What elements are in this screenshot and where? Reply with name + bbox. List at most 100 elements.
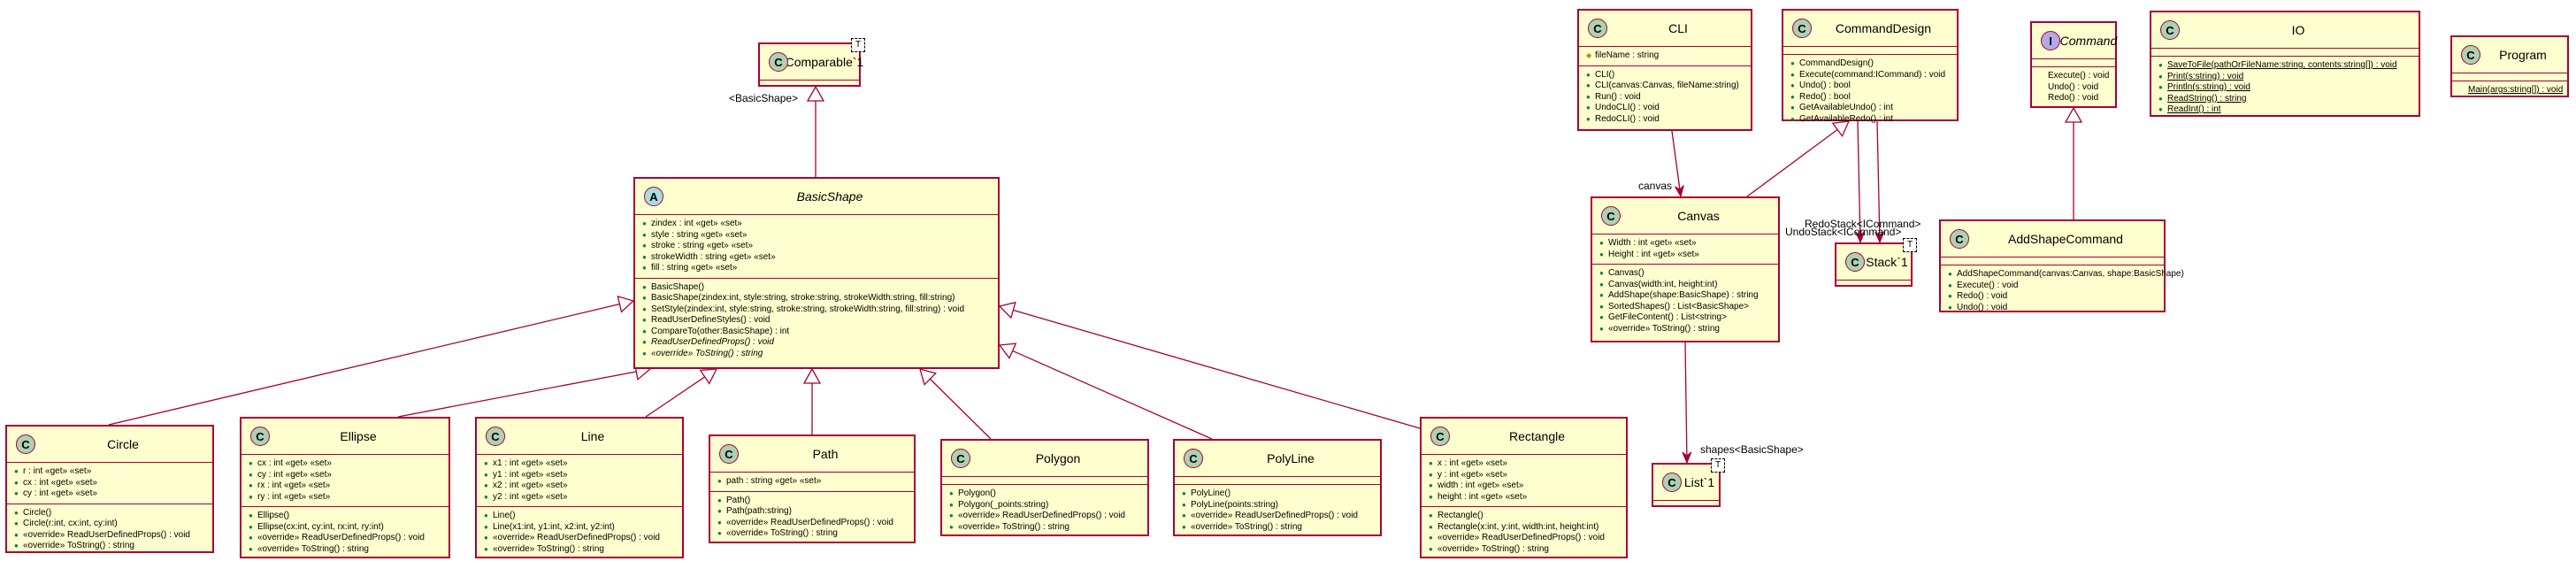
method-text: «override» ToString() : string (493, 543, 604, 554)
field-text: stroke : string «get» «set» (651, 241, 754, 250)
edge-basicshape-icomparable-arrowhead (806, 85, 825, 102)
public-marker: ● (642, 252, 647, 261)
field-text: y : int «get» «set» (1438, 469, 1507, 480)
method-row: ●UndoCLI() : void (1586, 103, 1745, 114)
public-marker: ● (1586, 104, 1591, 111)
public-marker: ● (1948, 303, 1952, 311)
field-row: ●style : string «get» «set» (642, 230, 993, 242)
public-marker: ● (484, 544, 488, 553)
public-marker: ● (1429, 522, 1433, 531)
edge-label-canvas-role: canvas (1638, 180, 1673, 192)
field-row: ●y : int «get» «set» (1429, 470, 1621, 481)
method-text: BasicShape(zindex:int, style:string, str… (651, 293, 955, 303)
edge-addshapecommand-icommand-arrowhead (2064, 106, 2083, 123)
method-text: Ellipse() (257, 511, 290, 520)
class-name: Polygon (1035, 451, 1081, 465)
method-row: ●«override» ReadUserDefinedProps() : voi… (1429, 533, 1621, 544)
field-text: path : string «get» «set» (726, 476, 822, 486)
method-row: ●Circle() (14, 508, 207, 519)
public-marker: ● (14, 508, 19, 517)
class-stereotype-icon: C (250, 427, 270, 446)
method-row: ●CompareTo(other:BasicShape) : int (642, 327, 993, 338)
public-marker: ● (249, 534, 253, 542)
public-marker: ● (1182, 511, 1186, 519)
method-row: ●AddShape(shape:BasicShape) : string (1599, 290, 1773, 302)
method-row: ●CLI() (1586, 70, 1745, 81)
method-text: Undo() : void (1957, 302, 2008, 312)
method-row: ●PolyLine() (1182, 488, 1375, 500)
field-text: rx : int «get» «set» (257, 481, 331, 490)
method-text: ReadString() : string (2167, 93, 2247, 104)
public-marker: ● (1790, 114, 1795, 123)
class-stereotype-icon: C (1845, 252, 1865, 272)
public-marker: ● (642, 282, 647, 291)
methods-section: ●Path()●Path(path:string)●«override» Rea… (710, 490, 914, 543)
class-name: Line (580, 429, 605, 443)
method-row: ●Rectangle() (1429, 511, 1621, 522)
field-text: width : int «get» «set» (1438, 481, 1524, 490)
method-row: ●«override» ReadUserDefinedProps() : voi… (249, 533, 443, 544)
method-row: ●Println(s:string) : void (2158, 82, 2413, 94)
fields-section: ●path : string «get» «set» (710, 472, 914, 491)
public-marker: ● (1599, 302, 1604, 311)
public-marker: ● (1948, 270, 1952, 278)
public-marker: ● (1586, 70, 1591, 79)
method-row: ●Path(path:string) (717, 506, 908, 518)
public-marker: ● (1182, 522, 1186, 531)
method-text: Rectangle(x:int, y:int, width:int, heigh… (1438, 521, 1599, 532)
fields-section: ●x : int «get» «set»●y : int «get» «set»… (1422, 454, 1626, 506)
fields-section: ●Width : int «get» «set»●Height : int «g… (1592, 234, 1778, 264)
edge-path-basicshape-arrowhead (802, 367, 822, 384)
method-row: ●Line(x1:int, y1:int, x2:int, y2:int) (484, 522, 677, 534)
edge-canvas-list (1684, 342, 1688, 464)
method-text: «override» ReadUserDefinedProps() : void (493, 533, 660, 542)
methods-section: Main(args:string[]) : void (2452, 81, 2567, 100)
class-stereotype-icon: C (1950, 229, 1969, 249)
method-row: ●ReadString() : string (2158, 94, 2413, 105)
field-text: style : string «get» «set» (651, 229, 748, 240)
public-marker: ● (484, 534, 488, 542)
field-text: x : int «get» «set» (1438, 458, 1507, 468)
method-text: CLI(canvas:Canvas, fileName:string) (1595, 81, 1739, 90)
method-row: ●Execute(command:ICommand) : void (1790, 70, 1951, 81)
method-row: ●Execute() : void (1948, 281, 2158, 292)
method-text: Canvas(width:int, height:int) (1608, 279, 1718, 289)
method-row: ●GetFileContent() : List<string> (1599, 312, 1773, 324)
method-row: ●«override» ToString() : string (642, 349, 993, 360)
field-row: ◆fileName : string (1586, 50, 1745, 62)
public-marker: ● (2158, 105, 2163, 113)
class-name: AddShapeCommand (2008, 232, 2123, 246)
public-marker: ● (14, 489, 19, 497)
field-text: cx : int «get» «set» (257, 458, 332, 468)
edge-polygon-basicshape-arrowhead (919, 368, 937, 386)
class-name: IO (2291, 23, 2305, 37)
edge-ellipse-basicshape (397, 371, 637, 418)
public-marker: ● (484, 470, 488, 479)
method-row: ●Circle(r:int, cx:int, cy:int) (14, 519, 207, 530)
method-text: GetAvailableUndo() : int (1799, 103, 1893, 112)
edge-line-basicshape-arrowhead (699, 368, 718, 385)
